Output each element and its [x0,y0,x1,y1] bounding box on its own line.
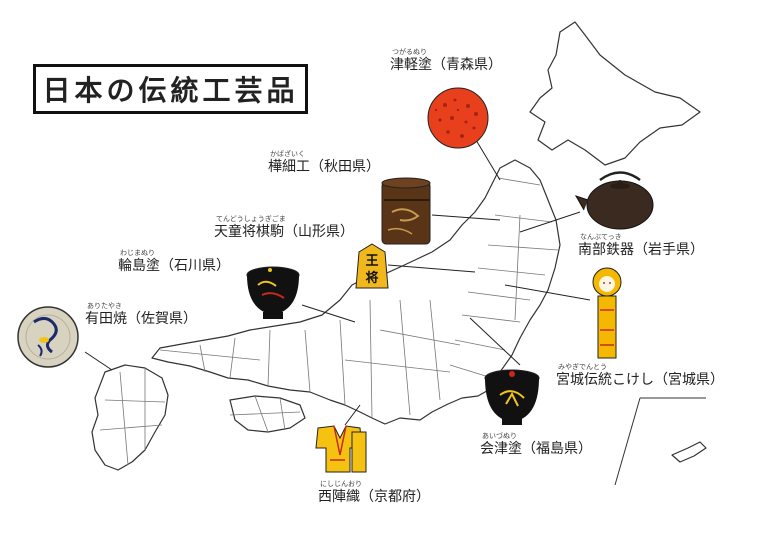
okinawa-island [671,441,707,463]
wajima-nuri-bowl-icon [246,266,300,319]
nanbu-tekki-kettle-icon [574,171,654,230]
shikoku-island [229,395,306,433]
svg-text:王: 王 [365,254,378,269]
ruby-nishijin: にしじんおり [320,480,362,488]
name-arita: 有田焼（佐賀県） [85,311,197,327]
name-nishijin: 西陣織（京都府） [318,489,430,505]
ruby-tendo: てんどうしょうぎごま [216,215,286,223]
svg-text:将: 将 [365,270,378,286]
name-kabazaiku: 樺細工（秋田県） [268,159,380,175]
name-nanbu: 南部鉄器（岩手県） [578,242,704,258]
ruby-aizu: あいづぬり [482,432,517,440]
name-wajima: 輪島塗（石川県） [118,258,230,274]
name-tendo: 天童将棋駒（山形県） [214,224,354,240]
ruby-wajima: わじまぬり [120,249,155,257]
arita-yaki-plate-icon [17,306,79,368]
label-tsugaru-nuri: つがるぬり 津軽塗（青森県） [390,48,502,74]
hokkaido-island [529,21,701,166]
nishijin-kimono-icon [315,425,367,473]
ruby-kabazaiku: かばざいく [270,150,305,158]
label-tendo-shogi: てんどうしょうぎごま 天童将棋駒（山形県） [214,215,354,241]
tendo-shogi-piece-icon: 王 将 [355,243,389,289]
name-miyagi: 宮城伝統こけし（宮城県） [556,372,724,388]
aizu-nuri-bowl-icon [484,369,540,425]
kaba-zaiku-canister-icon [381,177,431,245]
label-wajima-nuri: わじまぬり 輪島塗（石川県） [118,249,230,275]
ruby-tsugaru: つがるぬり [392,48,427,56]
miyagi-kokeshi-doll-icon [592,267,622,359]
ruby-nanbu: なんぶてっき [580,233,622,241]
label-aizu-nuri: あいづぬり 会津塗（福島県） [480,432,592,458]
label-nishijin-ori: にしじんおり 西陣織（京都府） [318,480,430,506]
page-title: 日本の伝統工芸品 [42,74,299,107]
ruby-miyagi: みやぎでんとう [558,363,607,371]
kyushu-island [91,364,169,471]
name-tsugaru: 津軽塗（青森県） [390,57,502,73]
label-arita-yaki: ありたやき 有田焼（佐賀県） [85,302,197,328]
label-nanbu-tekki: なんぶてっき 南部鉄器（岩手県） [578,233,704,259]
label-kaba-zaiku: かばざいく 樺細工（秋田県） [268,150,380,176]
ruby-arita: ありたやき [87,302,122,310]
page-title-box: 日本の伝統工芸品 [33,64,308,114]
tsugaru-nuri-plate-icon [427,87,489,149]
label-miyagi-kokeshi: みやぎでんとう 宮城伝統こけし（宮城県） [556,363,724,389]
name-aizu: 会津塗（福島県） [480,441,592,457]
